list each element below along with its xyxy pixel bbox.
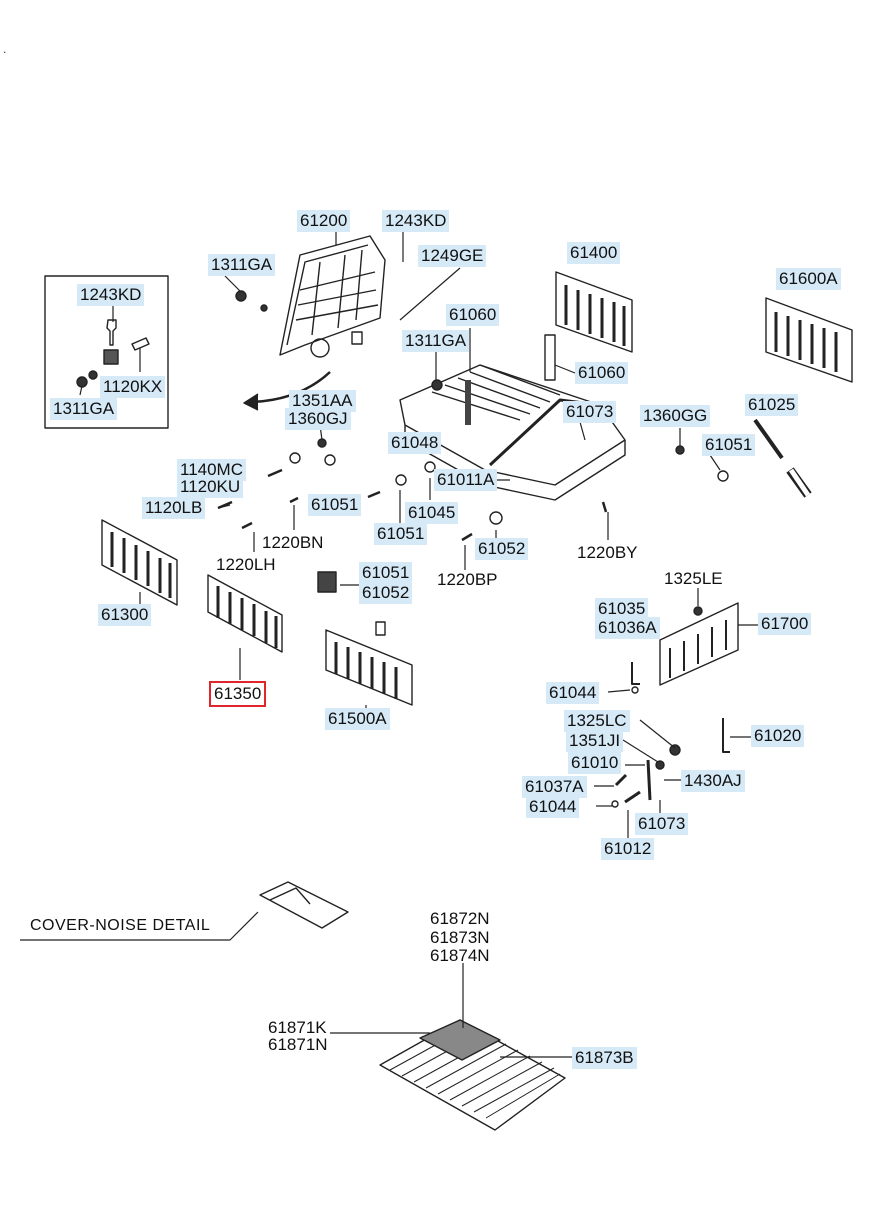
label-1243kd-inset[interactable]: 1243KD: [77, 284, 145, 306]
bed-floor: [399, 364, 626, 501]
label-61012[interactable]: 61012: [601, 838, 655, 860]
label-61350-highlighted[interactable]: 61350: [209, 681, 267, 707]
label-61060-post[interactable]: 61060: [575, 362, 629, 384]
label-1243kd[interactable]: 1243KD: [382, 210, 450, 232]
inset-frame: [44, 275, 169, 429]
label-1120kx[interactable]: 1120KX: [100, 376, 166, 398]
label-61874n[interactable]: 61874N: [430, 946, 490, 965]
gate-61350: [207, 574, 283, 653]
label-61048[interactable]: 61048: [388, 432, 442, 454]
label-1220bn[interactable]: 1220BN: [262, 533, 324, 552]
label-61052[interactable]: 61052: [475, 538, 529, 560]
label-1311ga[interactable]: 1311GA: [208, 254, 276, 276]
label-1140mc[interactable]: 1140MC: [177, 459, 246, 481]
label-61051-mid[interactable]: 61051: [308, 494, 362, 516]
clip: [375, 621, 386, 636]
post-61060: [544, 334, 556, 381]
label-1360gj[interactable]: 1360GJ: [285, 408, 351, 430]
label-61044-low[interactable]: 61044: [526, 796, 580, 818]
label-61500a[interactable]: 61500A: [325, 708, 390, 730]
label-1360gg[interactable]: 1360GG: [640, 405, 711, 427]
gate-61700: [659, 602, 739, 686]
label-61011a[interactable]: 61011A: [434, 469, 498, 491]
side-gate-61400: [555, 271, 633, 353]
label-61873b[interactable]: 61873B: [572, 1047, 637, 1069]
label-61300[interactable]: 61300: [98, 604, 152, 626]
label-61073[interactable]: 61073: [563, 401, 617, 423]
label-61600a[interactable]: 61600A: [776, 268, 841, 290]
leader-lines: [20, 230, 760, 1058]
label-1430aj[interactable]: 1430AJ: [681, 770, 745, 792]
bracket-61051: [317, 571, 337, 593]
label-1120lb[interactable]: 1120LB: [142, 497, 206, 519]
gate-61300: [101, 519, 178, 606]
label-61873n[interactable]: 61873N: [430, 928, 490, 947]
label-1120ku[interactable]: 1120KU: [177, 476, 244, 498]
label-61045[interactable]: 61045: [405, 502, 459, 524]
label-1351ji[interactable]: 1351JI: [566, 730, 624, 752]
label-61025[interactable]: 61025: [745, 394, 799, 416]
fasteners: [235, 290, 729, 808]
hinge-hardware: [614, 662, 730, 804]
inset-hardware: [76, 319, 150, 388]
gate-61500a: [325, 629, 413, 706]
side-gate-61600a: [765, 297, 853, 383]
label-1220by[interactable]: 1220BY: [577, 543, 638, 562]
label-61036a[interactable]: 61036A: [595, 617, 660, 639]
label-61871k[interactable]: 61871K: [268, 1018, 327, 1037]
label-61051-right[interactable]: 61051: [702, 434, 756, 456]
headboard-61200: [279, 235, 386, 358]
floor-mat: [379, 1019, 566, 1131]
label-1325le[interactable]: 1325LE: [664, 569, 723, 588]
label-1220bp[interactable]: 1220BP: [437, 570, 498, 589]
label-61700[interactable]: 61700: [758, 613, 812, 635]
label-61037a[interactable]: 61037A: [522, 776, 587, 798]
label-61051-low[interactable]: 61051: [374, 523, 428, 545]
label-61871n[interactable]: 61871N: [268, 1035, 328, 1054]
label-61400[interactable]: 61400: [567, 242, 621, 264]
corner-mark: .: [3, 42, 7, 56]
label-1249ge[interactable]: 1249GE: [418, 245, 487, 267]
label-61872n[interactable]: 61872N: [430, 909, 490, 928]
bolts: [217, 468, 608, 542]
label-1325lc[interactable]: 1325LC: [564, 710, 630, 732]
label-1351aa[interactable]: 1351AA: [289, 390, 356, 412]
strut-61025: [753, 418, 784, 460]
label-61035[interactable]: 61035: [595, 598, 649, 620]
label-61200[interactable]: 61200: [297, 210, 351, 232]
label-61051-clip[interactable]: 61051: [359, 562, 413, 584]
label-61073-low[interactable]: 61073: [635, 813, 689, 835]
cover-noise-piece: [259, 881, 349, 929]
cover-noise-detail-caption: COVER-NOISE DETAIL: [30, 917, 211, 934]
label-61052-clip[interactable]: 61052: [359, 582, 413, 604]
label-61060[interactable]: 61060: [446, 304, 500, 326]
label-61020[interactable]: 61020: [751, 725, 805, 747]
label-61010[interactable]: 61010: [568, 752, 622, 774]
label-61044[interactable]: 61044: [546, 682, 600, 704]
label-1311ga-mid[interactable]: 1311GA: [402, 330, 470, 352]
label-1311ga-inset[interactable]: 1311GA: [50, 398, 118, 420]
label-1220lh[interactable]: 1220LH: [216, 555, 276, 574]
